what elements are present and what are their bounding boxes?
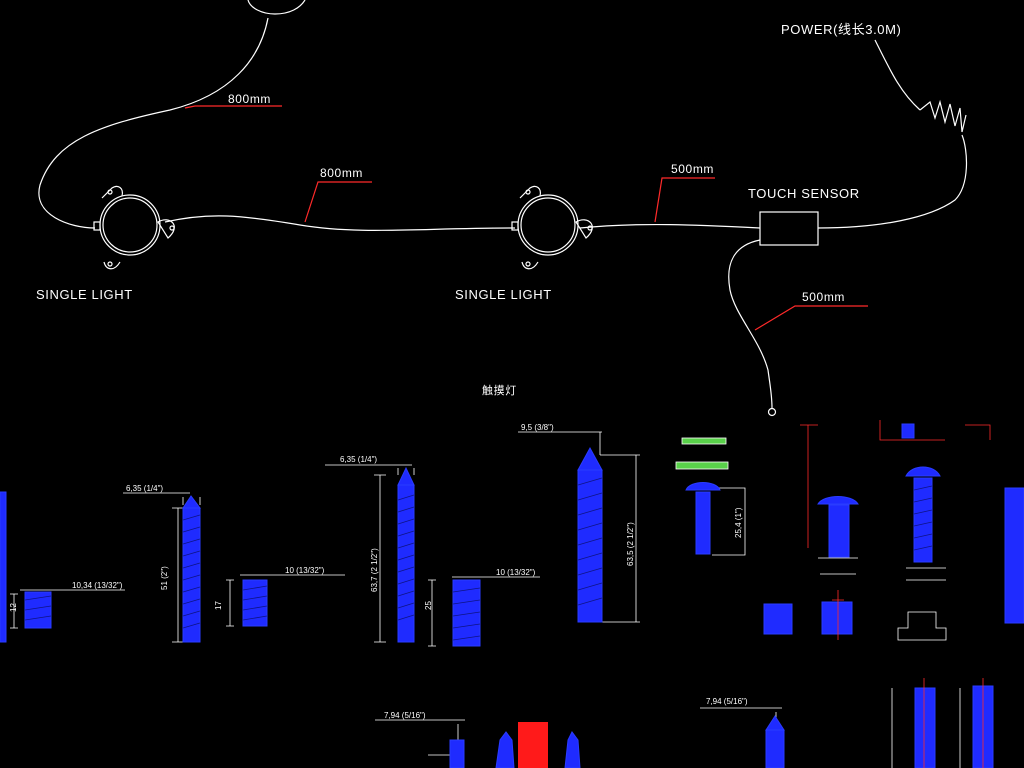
screw-12-shank <box>765 729 785 768</box>
wiring-diagram <box>38 0 968 417</box>
screw-bottom-b <box>564 731 581 768</box>
leader-cable-middle <box>304 181 372 223</box>
power-label: POWER(线长3.0M) <box>781 22 902 37</box>
bolt-6-shank <box>828 504 850 558</box>
bracket-part <box>897 611 947 641</box>
dim-bottom-width-2: 7,94 (5/16") <box>706 697 748 706</box>
screw-12-tip <box>765 715 785 731</box>
screw-3-shank <box>397 484 415 643</box>
dim-screw3-width: 6,35 (1/4") <box>340 455 378 464</box>
dim-insert2-height: 17 <box>214 601 223 610</box>
bolt-9-shank <box>914 687 936 768</box>
bolt-7-head <box>905 466 941 477</box>
screws <box>0 423 1024 768</box>
partial-light-top <box>247 0 306 15</box>
cable-lower-terminal <box>767 407 777 417</box>
leader-lines <box>184 105 868 331</box>
cable-lower <box>728 239 773 409</box>
dim-insert1-width: 10,34 (13/32") <box>72 581 123 590</box>
insert-1 <box>24 591 52 629</box>
hardware-drawings <box>0 420 1024 768</box>
single-light-left-label: SINGLE LIGHT <box>36 287 133 302</box>
screw-1-tip <box>182 495 201 509</box>
leader-cable-lower <box>754 305 868 331</box>
green-bar-2 <box>675 461 729 470</box>
power-cable <box>817 134 968 229</box>
single-light-left <box>93 185 175 270</box>
dim-screw3-length: 63,7 (2 1/2") <box>370 548 379 592</box>
nut-6 <box>821 601 853 635</box>
screw-partial-left <box>0 491 7 643</box>
dim-insert1-height: 12 <box>9 603 18 612</box>
dim-insert3-width: 10 (13/32") <box>496 568 536 577</box>
thread-hatch <box>24 477 933 641</box>
single-light-right <box>511 185 593 270</box>
touch-sensor-label: TOUCH SENSOR <box>748 186 860 201</box>
dim-screw4-length: 63,5 (2 1/2") <box>626 522 635 566</box>
cable-lower-length: 500mm <box>802 290 846 304</box>
bolt-5-shank <box>695 491 711 555</box>
cable-top <box>38 17 269 229</box>
dim-screw1-length: 51 (2") <box>160 566 169 590</box>
green-parts <box>675 437 729 470</box>
misc-outlines <box>818 557 961 768</box>
dim-screw4-width: 9,5 (3/8") <box>521 423 554 432</box>
dim-bottom-width-1: 7,94 (5/16") <box>384 711 426 720</box>
single-light-right-label: SINGLE LIGHT <box>455 287 552 302</box>
dim-screw1-width: 6,35 (1/4") <box>126 484 164 493</box>
cable-middle-length: 800mm <box>320 166 364 180</box>
cable-top-length: 800mm <box>228 92 272 106</box>
leader-cable-right <box>654 177 715 223</box>
power-coil <box>919 99 967 133</box>
green-bar-1 <box>681 437 727 445</box>
bolt-7-top <box>901 423 915 439</box>
cable-right <box>579 223 761 229</box>
touch-sensor-box <box>759 211 819 246</box>
screw-11-shank <box>449 739 465 768</box>
dim-insert2-width: 10 (13/32") <box>285 566 325 575</box>
dim-insert3-height: 25 <box>424 601 433 610</box>
bolt-5-head <box>685 482 721 491</box>
bolt-6-head <box>817 496 859 505</box>
screw-bottom-a <box>495 731 515 768</box>
dim-bolt5-length: 25,4 (1") <box>734 507 743 538</box>
screw-3-tip <box>397 466 415 486</box>
red-part <box>518 722 548 768</box>
center-lines <box>800 420 991 768</box>
leader-cable-top <box>184 105 282 109</box>
section-title: 触摸灯 <box>482 385 517 397</box>
screw-4-shank <box>577 469 603 623</box>
screw-4-tip <box>577 446 603 471</box>
power-cable-end <box>874 39 921 111</box>
cable-right-length: 500mm <box>671 162 715 176</box>
nut-6b <box>763 603 793 635</box>
bolt-8-shank <box>1004 487 1024 624</box>
cable-middle <box>164 215 516 231</box>
